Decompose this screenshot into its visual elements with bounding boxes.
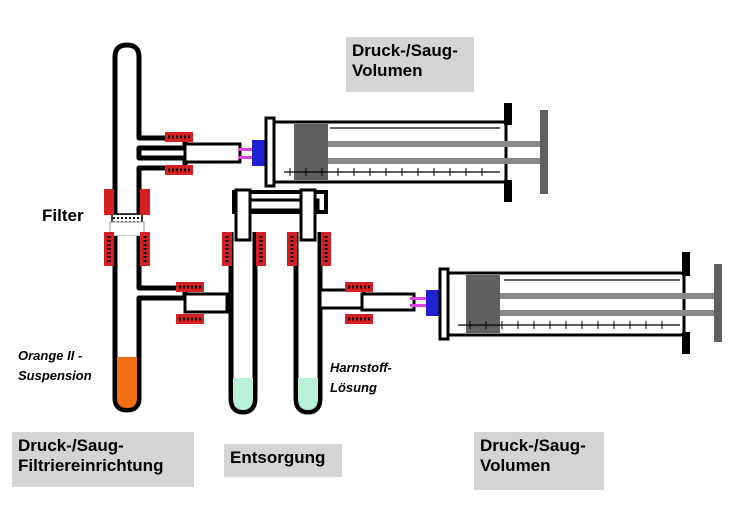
middle-connector-pipe <box>183 292 229 314</box>
upper-connector-pipe <box>183 140 266 166</box>
harnstoff-label: Harnstoff- Lösung <box>330 358 392 398</box>
upper-volume-label: Druck-/Saug- Volumen <box>346 37 474 92</box>
orange-suspension-liquid <box>117 357 137 408</box>
lower-volume-line1: Druck-/Saug- <box>480 436 586 455</box>
filtration-device-label: Druck-/Saug- Filtriereinrichtung <box>12 432 194 487</box>
filtration-tube <box>109 42 188 413</box>
right-u-tube-liquid <box>298 378 318 410</box>
upper-volume-line1: Druck-/Saug- <box>352 41 458 60</box>
orange-suspension-line2: Suspension <box>18 368 92 383</box>
lower-syringe-plunger <box>466 275 500 333</box>
upper-syringe <box>264 103 548 202</box>
lower-syringe <box>438 252 722 354</box>
filtration-device-line2: Filtriereinrichtung <box>18 456 164 475</box>
entsorgung-label: Entsorgung <box>224 444 342 477</box>
tube-clamps <box>104 132 204 324</box>
disposal-u-tubes <box>222 188 440 415</box>
harnstoff-line1: Harnstoff- <box>330 360 392 375</box>
entsorgung-text: Entsorgung <box>230 448 326 467</box>
lower-volume-label: Druck-/Saug- Volumen <box>474 432 604 490</box>
lower-volume-line2: Volumen <box>480 456 551 475</box>
orange-suspension-label: Orange II - Suspension <box>18 346 92 386</box>
filtration-device-line1: Druck-/Saug- <box>18 436 124 455</box>
filter-label: Filter <box>42 206 84 225</box>
left-u-tube-liquid <box>233 378 253 410</box>
upper-volume-line2: Volumen <box>352 61 423 80</box>
harnstoff-line2: Lösung <box>330 380 377 395</box>
orange-suspension-line1: Orange II - <box>18 348 83 363</box>
